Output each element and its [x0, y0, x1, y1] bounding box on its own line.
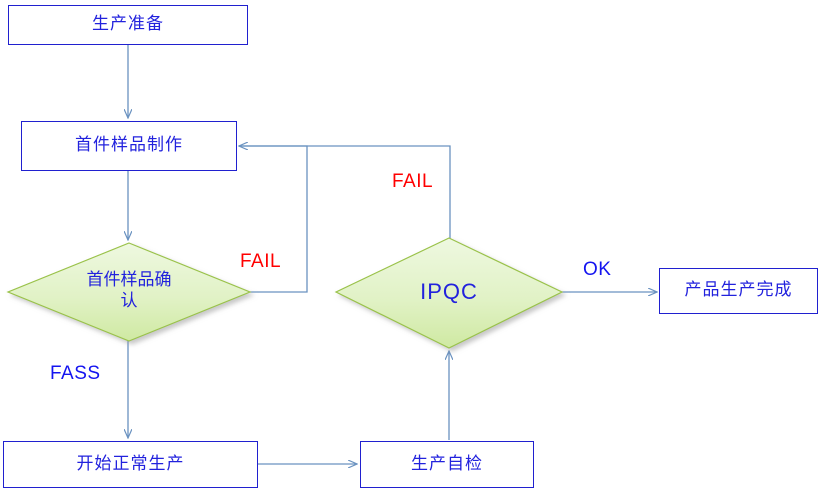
node-self-check[interactable]: 生产自检 [360, 441, 534, 488]
edge-label-fail-confirm: FAIL [240, 251, 282, 272]
edge-ipqc-fail-to-sample [239, 145, 451, 239]
node-prep-label: 生产准备 [92, 14, 164, 35]
node-sample-label: 首件样品制作 [75, 135, 183, 156]
node-mass-production[interactable]: 开始正常生产 [3, 441, 258, 488]
edge-label-fail-ipqc: FAIL [392, 171, 434, 192]
edge-label-ok: OK [583, 259, 612, 280]
node-mass-production-label: 开始正常生产 [76, 453, 185, 474]
node-production-done[interactable]: 产品生产完成 [659, 268, 818, 314]
node-self-check-label: 生产自检 [411, 453, 483, 474]
node-sample[interactable]: 首件样品制作 [21, 121, 237, 171]
node-prep[interactable]: 生产准备 [8, 5, 248, 45]
node-confirm-diamond[interactable] [6, 242, 252, 342]
edge-label-fass: FASS [50, 363, 101, 384]
node-production-done-label: 产品生产完成 [684, 280, 793, 301]
node-ipqc-diamond[interactable] [334, 237, 564, 349]
